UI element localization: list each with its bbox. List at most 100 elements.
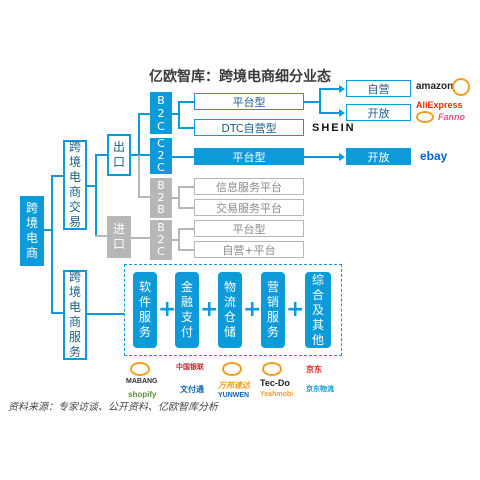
connector-import-b2c [172,239,179,241]
service-char: 服 [68,330,81,344]
import-b2c-node: B 2 C [150,220,172,260]
service-marketing-char: 营 [266,280,279,294]
open-box-2: 开放 [346,148,411,165]
connector-b2c-to-dtc [178,127,194,129]
b2b-char: 2 [157,191,165,204]
c2c-char: 2 [157,149,165,162]
shopify-logo: shopify [128,390,157,399]
c2c-platform-type: 平台型 [194,148,304,165]
arrow-to-self-icon [339,85,345,93]
service-logistics-warehousing: 物 流 仓 储 [218,272,242,348]
connector-trade [87,185,96,187]
import-b2c-char: B [157,221,165,234]
trade-char: 跨 [68,140,81,154]
wanbang-logo: 万邦速达 [218,381,250,390]
service-marketing-char: 务 [266,325,279,339]
trade-char: 易 [68,215,81,229]
root-char: 电 [25,231,38,245]
b2c-char: C [157,119,165,133]
connector-to-open [319,112,341,114]
self-operated-box: 自营 [346,80,411,97]
mabang-logo: MABANG [126,378,158,385]
b2b-char: B [157,203,165,216]
b2b-info-service-platform: 信息服务平台 [194,178,304,195]
connector-b2c-to-platform [178,101,194,103]
service-finance-char: 支 [180,310,193,324]
service-software-char: 件 [138,295,151,309]
connector-to-export [95,154,107,156]
trade-node: 跨 境 电 商 交 易 [63,140,87,230]
fanno-logo: Fanno [438,112,465,122]
diagram-title: 亿欧智库：跨境电商细分业态 [149,69,331,85]
chinapay-logo: 中国银联 [176,364,204,371]
service-software-char: 服 [138,310,151,324]
connector-to-service [51,312,63,314]
connector-export-vertical-gray [138,155,140,198]
connector-b2b-vertical [178,186,180,208]
connector-to-b2b [138,196,150,198]
root-char: 跨 [25,201,38,215]
connector-b2c [172,113,179,115]
c2c-node: C 2 C [150,138,172,174]
b2c-dtc-self-operated: DTC自营型 [194,119,304,136]
connector-to-self [319,88,341,90]
service-other-char: 其 [311,317,324,332]
service-finance-char: 付 [180,325,193,339]
connector-c2c [172,156,194,158]
connector-to-import [95,235,107,237]
service-logistics-char: 储 [223,325,236,339]
connector-root-vertical [51,175,53,313]
service-char: 境 [68,285,81,299]
b2c-node: B 2 C [150,92,172,134]
import-char: 口 [112,237,125,251]
shein-logo: SHEIN [312,122,356,134]
connector-export [131,154,139,156]
connector-b2b-trade [178,207,194,209]
yunwen-logo: YUNWEN [218,392,250,399]
brand-badge-icon [262,362,282,376]
plus-icon: + [158,297,177,322]
b2c-char: 2 [157,106,165,120]
import-platform-type: 平台型 [194,220,304,237]
connector-service [87,313,124,315]
connector-to-trade [51,175,63,177]
brand-badge-icon [130,362,150,376]
connector-import-self-platform [178,249,194,251]
service-logistics-char: 物 [223,280,236,294]
c2c-char: C [157,161,165,174]
ebay-logo: ebay [420,149,448,163]
export-char: 出 [112,140,125,154]
amazon-logo: amazon [416,81,454,92]
connector-platform-out [304,101,320,103]
service-software-char: 务 [138,325,151,339]
connector-c2c-to-open [304,156,340,158]
connector-import-platform [178,228,194,230]
b2b-char: B [157,179,165,192]
service-finance-char: 融 [180,295,193,309]
service-other-char: 综 [311,272,324,287]
b2b-node: B 2 B [150,178,172,218]
b2c-char: B [157,93,165,107]
trade-char: 交 [68,200,81,214]
export-char: 口 [112,155,125,169]
service-char: 跨 [68,270,81,284]
import-b2c-char: C [157,245,165,258]
export-node: 出 口 [107,134,131,176]
yeahmobi-logo: Yeahmobi [260,391,294,398]
service-comprehensive-other: 综 合 及 其 他 [305,272,331,348]
service-marketing: 营 销 服 务 [261,272,285,348]
import-self-plus-platform: 自营+平台 [194,241,304,258]
import-node: 进 口 [107,216,131,258]
connector-to-c2c [138,154,150,156]
root-node-cross-border-ecommerce: 跨 境 电 商 [20,196,44,266]
plus-icon: + [200,297,219,322]
c2c-char: C [157,137,165,150]
connector-import-b2c-vertical [178,228,180,250]
connector-to-b2c [138,113,150,115]
brand-badge-icon [452,78,470,96]
root-char: 境 [25,216,38,230]
b2c-platform-type: 平台型 [194,93,304,110]
jd-logo: 京东 [306,365,322,374]
service-char: 务 [68,345,81,359]
arrow-to-open-icon [339,109,345,117]
